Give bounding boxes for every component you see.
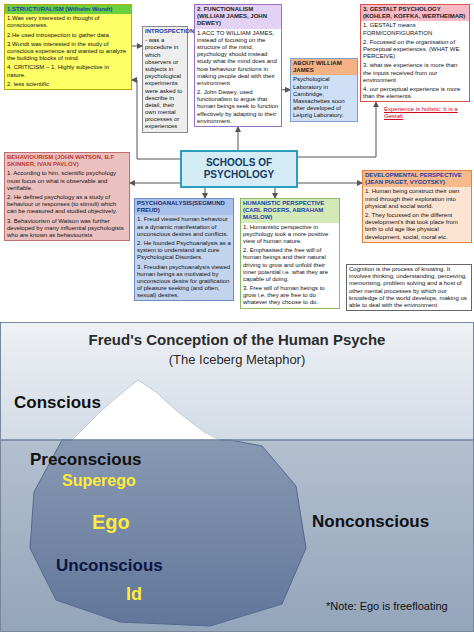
box-heading: PSYCHOANALYSIS(SEGMUND FREUD) (135, 199, 233, 215)
connector (298, 183, 362, 184)
box-heading: HUMANISTIC PERSPECTIVE (CARL ROGERS, ABR… (241, 199, 339, 223)
box-text: 2. John Dewey, used functionalism to arg… (195, 88, 281, 126)
box-text: 4. our perceptual experience is more tha… (361, 85, 469, 101)
topic-box: HUMANISTIC PERSPECTIVE (CARL ROGERS, ABR… (240, 198, 340, 309)
box-text: 1. GESTALT means FORM/CONFIGURATION (361, 21, 469, 37)
sky (0, 322, 474, 440)
topic-box: PSYCHOANALYSIS(SEGMUND FREUD)1. Freud vi… (134, 198, 234, 301)
box-heading: DEVELOPMENTAL PERSPECTIVE (JEAN PIAGET, … (363, 171, 471, 187)
box-heading: 2. FUNCTIONALISM (WILLIAM JAMES, JOHN DE… (195, 5, 281, 29)
box-text: - was a procedure in which observers or … (143, 36, 187, 131)
topic-box: ABOUT WILLIAM JAMESPsychological Laborat… (290, 58, 358, 122)
water (0, 440, 474, 632)
waterline (0, 439, 474, 441)
box-heading: INTROSPECTION (143, 27, 187, 36)
connector (282, 89, 290, 90)
topic-box: 3. GESTALT PSYCHOLOGY (KOHLER, KOFFKA, W… (360, 4, 470, 102)
box-text: 1. Human being construct their own mind … (363, 187, 471, 211)
topic-box: DEVELOPMENTAL PERSPECTIVE (JEAN PIAGET, … (362, 170, 472, 243)
box-text: 1. Humanistic perspective in psychology … (241, 223, 339, 247)
box-text: 2. Emphasised the free will of human bei… (241, 246, 339, 284)
layer-label: Nonconscious (312, 512, 429, 532)
central-topic-box: SCHOOLS OF PSYCHOLOGY (180, 150, 298, 188)
box-text: 4. CRITICISM – 1. Highly subjective in n… (5, 63, 131, 79)
box-text: 2. less scientific (5, 80, 131, 89)
box-text: Cognition is the process of knowing. It … (347, 265, 471, 310)
box-text: 2. Focussed on the organisation of Perce… (361, 38, 469, 62)
connector (130, 183, 180, 184)
box-text: 2. He founded Psychoanalysis as a system… (135, 239, 233, 263)
structure-label: Id (126, 584, 142, 606)
note-text: Experience is holistic: It is a Gestalt (384, 106, 470, 120)
layer-label: Preconscious (30, 450, 142, 470)
connector (205, 188, 206, 198)
box-text: 1.Was very interested in thought of cons… (5, 14, 131, 30)
connector (275, 188, 276, 198)
connector (132, 46, 142, 47)
box-text: 3. Behaviourism of Watson was further de… (5, 217, 129, 241)
layer-label: Unconscious (56, 556, 163, 576)
footnote: *Note: Ego is freefloating (326, 600, 448, 613)
topic-box: INTROSPECTION- was a procedure in which … (142, 26, 188, 133)
topic-box: 1.STRUCTURALISM (Wilhelm Wundt)1.Was ver… (4, 4, 132, 90)
central-title: SCHOOLS OF PSYCHOLOGY (188, 156, 290, 182)
structure-label: Superego (62, 471, 136, 490)
illustration-subtitle: (The Iceberg Metaphor) (37, 352, 437, 368)
box-heading: 3. GESTALT PSYCHOLOGY (KOHLER, KOFFKA, W… (361, 5, 469, 21)
box-heading: BEHAVIOURISM (JOHN WATSON, B.F SKINNER, … (5, 153, 129, 169)
layer-label: Conscious (14, 393, 101, 413)
image-frame (1, 323, 474, 632)
box-heading: 1.STRUCTURALISM (Wilhelm Wundt) (5, 5, 131, 14)
box-text: 3. Freudian psychoanalysis viewed human … (135, 263, 233, 301)
structure-label: Ego (92, 510, 130, 534)
box-text: 2.He used introspection to gather data. (5, 31, 131, 40)
illustration-title: Freud's Conception of the Human Psyche (37, 331, 437, 349)
box-text: 2. They focussed on the different develo… (363, 211, 471, 242)
box-text: 3.Wundt was interested in the study of c… (5, 40, 131, 64)
box-heading: ABOUT WILLIAM JAMES (291, 59, 357, 75)
box-text: 3. Free will of human beings to grow i.e… (241, 284, 339, 308)
box-text: 1. According to him, scientific psycholo… (5, 169, 129, 193)
topic-box: 2. FUNCTIONALISM (WILLIAM JAMES, JOHN DE… (194, 4, 282, 127)
submerged-iceberg (30, 440, 306, 626)
topic-box: Cognition is the process of knowing. It … (346, 264, 472, 311)
box-text: 2. He defined psychology as a study of b… (5, 193, 129, 217)
connector (238, 127, 239, 150)
box-text: Psychological Laboratory in Cambridge, M… (291, 75, 357, 120)
box-text: 3. what we experience is more than the i… (361, 61, 469, 85)
box-text: 1.ACC TO WILLIAM JAMES, instead of focus… (195, 29, 281, 89)
topic-box: BEHAVIOURISM (JOHN WATSON, B.F SKINNER, … (4, 152, 130, 241)
box-text: 1. Freud viewed human behaviour as a dyn… (135, 215, 233, 239)
